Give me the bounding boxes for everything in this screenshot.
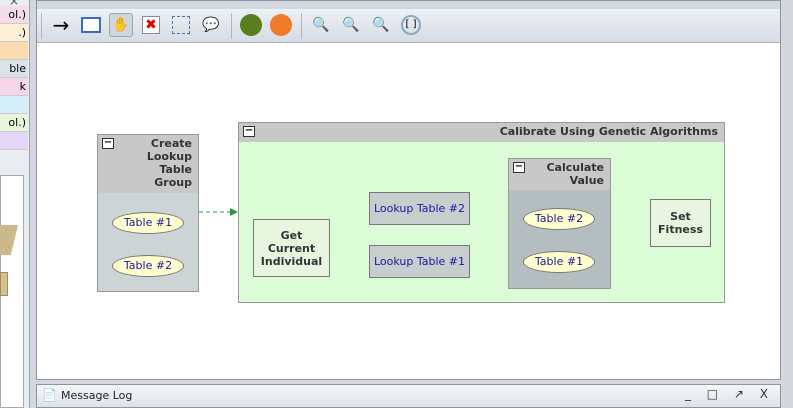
collapse-icon[interactable]: −: [102, 137, 114, 149]
collapse-icon[interactable]: −: [243, 125, 255, 137]
log-icon: 📄: [42, 388, 57, 402]
lookup-table-2-node[interactable]: Lookup Table #2: [369, 192, 470, 225]
toolbar: → ✋ ✖ 💬 🔍 🔍 🔍 [ ]: [37, 9, 780, 43]
zoom-fit-icon[interactable]: 🔍: [312, 17, 330, 33]
group-title: Calibrate Using Genetic Algorithms: [239, 123, 724, 142]
close-icon[interactable]: ×: [8, 0, 19, 8]
group-calibrate[interactable]: Calibrate Using Genetic Algorithms − Get…: [238, 122, 725, 303]
collapse-icon[interactable]: −: [513, 161, 525, 173]
palette-item[interactable]: [0, 96, 28, 114]
zoom-in-icon[interactable]: 🔍: [342, 17, 360, 33]
table-node[interactable]: Table #2: [523, 208, 595, 230]
comment-icon[interactable]: 💬: [202, 17, 220, 33]
lookup-table-1-node[interactable]: Lookup Table #1: [369, 245, 470, 278]
title-line: Create: [150, 137, 192, 150]
title-line: Value: [569, 174, 604, 187]
palette-item[interactable]: ble: [0, 60, 28, 78]
set-fitness-node[interactable]: Set Fitness: [650, 199, 711, 247]
arrow-tool-icon[interactable]: →: [52, 13, 70, 37]
fit-selection-icon[interactable]: [169, 13, 193, 37]
get-current-individual-node[interactable]: Get Current Individual: [253, 219, 330, 277]
layout-orange-icon[interactable]: [269, 13, 293, 37]
zoom-out-icon[interactable]: 🔍: [372, 17, 390, 33]
delete-icon[interactable]: ✖: [139, 13, 163, 37]
message-log-panel: 📄 Message Log _ □ ↗ X: [36, 384, 781, 408]
palette-item[interactable]: ol.): [0, 114, 28, 132]
palette-item[interactable]: ol.): [0, 6, 28, 24]
palette-item[interactable]: k: [0, 78, 28, 96]
table-node[interactable]: Table #1: [112, 212, 184, 234]
title-line: Group: [154, 176, 192, 189]
zoom-reset-icon[interactable]: [ ]: [399, 13, 423, 37]
title-line: Table: [159, 163, 192, 176]
table-node[interactable]: Table #1: [523, 251, 595, 273]
pan-hand-icon[interactable]: ✋: [109, 13, 133, 37]
properties-icon[interactable]: [79, 13, 103, 37]
palette-item[interactable]: [0, 132, 28, 150]
table-node[interactable]: Table #2: [112, 255, 184, 277]
title-line: Calculate: [546, 161, 604, 174]
rectangle-shape[interactable]: [0, 272, 8, 296]
palette-item[interactable]: .): [0, 24, 28, 42]
panel-title: Message Log: [61, 389, 133, 402]
layout-green-icon[interactable]: [239, 13, 263, 37]
palette-item[interactable]: [0, 42, 28, 60]
tab-strip: [37, 1, 780, 9]
window-controls[interactable]: _ □ ↗ X: [684, 387, 774, 401]
title-line: Lookup: [146, 150, 192, 163]
